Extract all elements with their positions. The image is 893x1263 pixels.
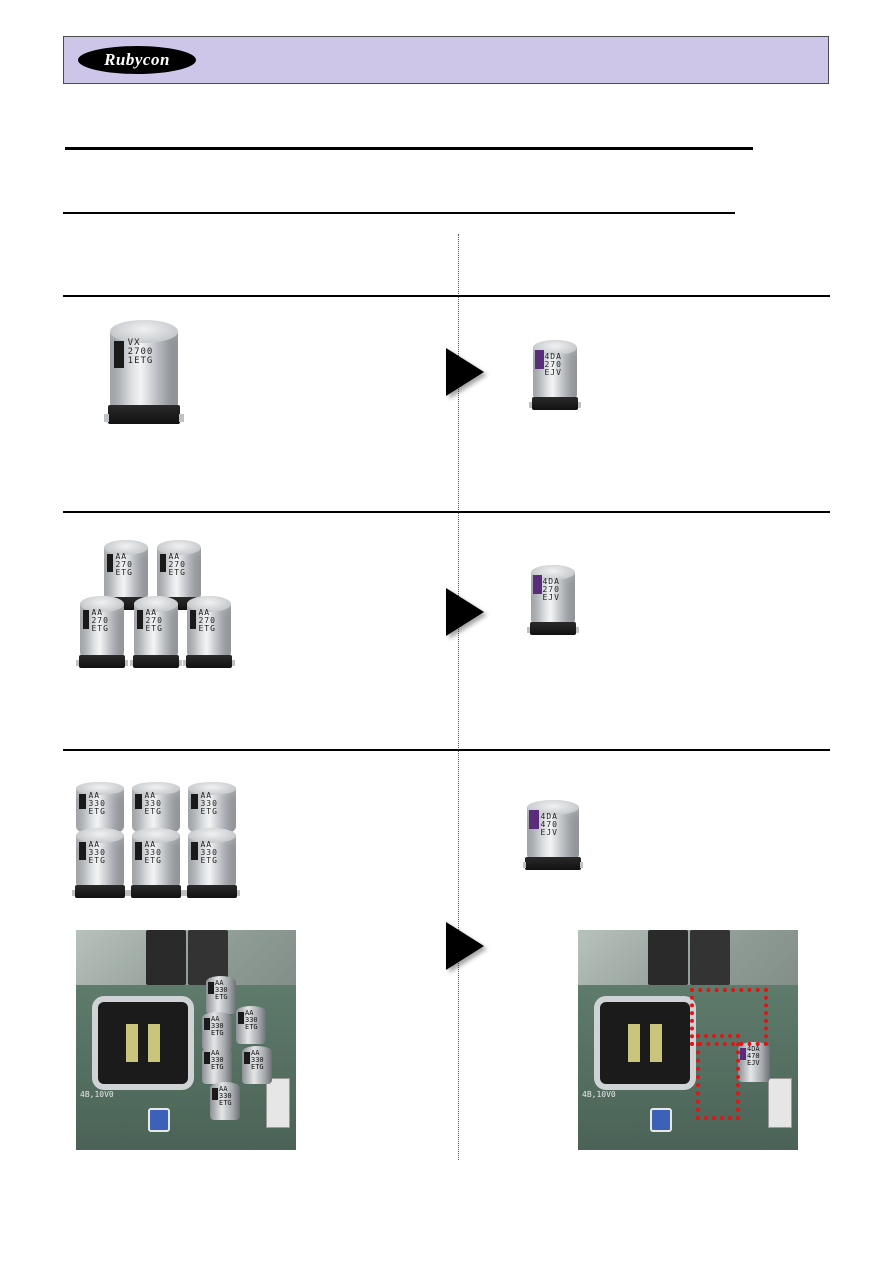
header-band: Rubycon: [63, 36, 829, 84]
capacitor-aa-270-3: AA 270 ETG: [76, 596, 128, 668]
title-rule-top: [65, 147, 753, 150]
capacitor-aa-330-1: AA 330 ETG: [76, 782, 124, 840]
capacitor-aa-330-5: AA 330 ETG: [128, 828, 184, 898]
capacitor-aa-330-2: AA 330 ETG: [132, 782, 180, 840]
capacitor-marking: AA 330 ETG: [144, 791, 162, 817]
capacitor-marking: AA 330 ETG: [211, 1049, 224, 1071]
capacitor-aa-270-4: AA 270 ETG: [130, 596, 182, 668]
capacitor-4da-470: 4DA 470 EJV: [522, 800, 584, 870]
capacitor-marking: AA 270 ETG: [91, 607, 109, 633]
column-divider: [458, 234, 459, 1160]
capacitor-marking: 4DA 470 EJV: [747, 1045, 760, 1067]
capacitor-marking: AA 330 ETG: [88, 839, 106, 865]
arrow-right-icon: [446, 588, 484, 636]
board-label: 4B,10V0: [582, 1090, 616, 1099]
capacitor-marking: AA 330 ETG: [200, 839, 218, 865]
capacitor-aa-330-4: AA 330 ETG: [72, 828, 128, 898]
removed-area-highlight: [690, 988, 768, 1046]
capacitor-marking: AA 330 ETG: [200, 791, 218, 817]
capacitor-vx-2700: VX 2700 1ETG: [104, 320, 184, 424]
capacitor-marking: AA 270 ETG: [145, 607, 163, 633]
board-photo-after: 4B,10V0 4DA 470 EJV: [578, 930, 798, 1150]
capacitor-marking: AA 330 ETG: [251, 1049, 264, 1071]
trimmer-knob: [650, 1108, 672, 1132]
board-label: 4B,10V0: [80, 1090, 114, 1099]
arrow-right-icon: [446, 922, 484, 970]
capacitor-marking: AA 270 ETG: [168, 551, 186, 577]
capacitor-marking: VX 2700 1ETG: [127, 337, 154, 366]
capacitor-marking: 4DA 270 EJV: [542, 576, 560, 602]
capacitor-marking: AA 330 ETG: [211, 1015, 224, 1037]
capacitor-marking: AA 270 ETG: [198, 607, 216, 633]
capacitor-marking: AA 330 ETG: [219, 1085, 232, 1107]
capacitor-marking: AA 330 ETG: [144, 839, 162, 865]
capacitor-aa-270-1: AA 270 ETG: [100, 540, 152, 610]
capacitor-marking: AA 330 ETG: [88, 791, 106, 817]
capacitor-aa-330-6: AA 330 ETG: [184, 828, 240, 898]
row-rule-1: [63, 295, 830, 297]
capacitor-marking: AA 330 ETG: [245, 1009, 258, 1031]
capacitor-marking: 4DA 470 EJV: [540, 811, 558, 837]
row-rule-2: [63, 511, 830, 513]
capacitor-4da-270: 4DA 270 EJV: [527, 565, 579, 635]
arrow-right-icon: [446, 348, 484, 396]
capacitor-marking: AA 330 ETG: [215, 979, 228, 1001]
capacitor-aa-330-3: AA 330 ETG: [188, 782, 236, 840]
rubycon-logo: Rubycon: [78, 46, 196, 74]
capacitor-aa-270-5: AA 270 ETG: [183, 596, 235, 668]
capacitor-4da-270: 4DA 270 EJV: [529, 340, 581, 410]
board-photo-before: 4B,10V0 AA 330 ETG AA 330 ETG AA 330 ETG…: [76, 930, 296, 1150]
trimmer-knob: [148, 1108, 170, 1132]
title-rule-bottom: [63, 212, 735, 214]
capacitor-aa-270-2: AA 270 ETG: [153, 540, 205, 610]
capacitor-marking: AA 270 ETG: [115, 551, 133, 577]
capacitor-marking: 4DA 270 EJV: [544, 351, 562, 377]
row-rule-3: [63, 749, 830, 751]
removed-area-highlight: [696, 1034, 740, 1120]
